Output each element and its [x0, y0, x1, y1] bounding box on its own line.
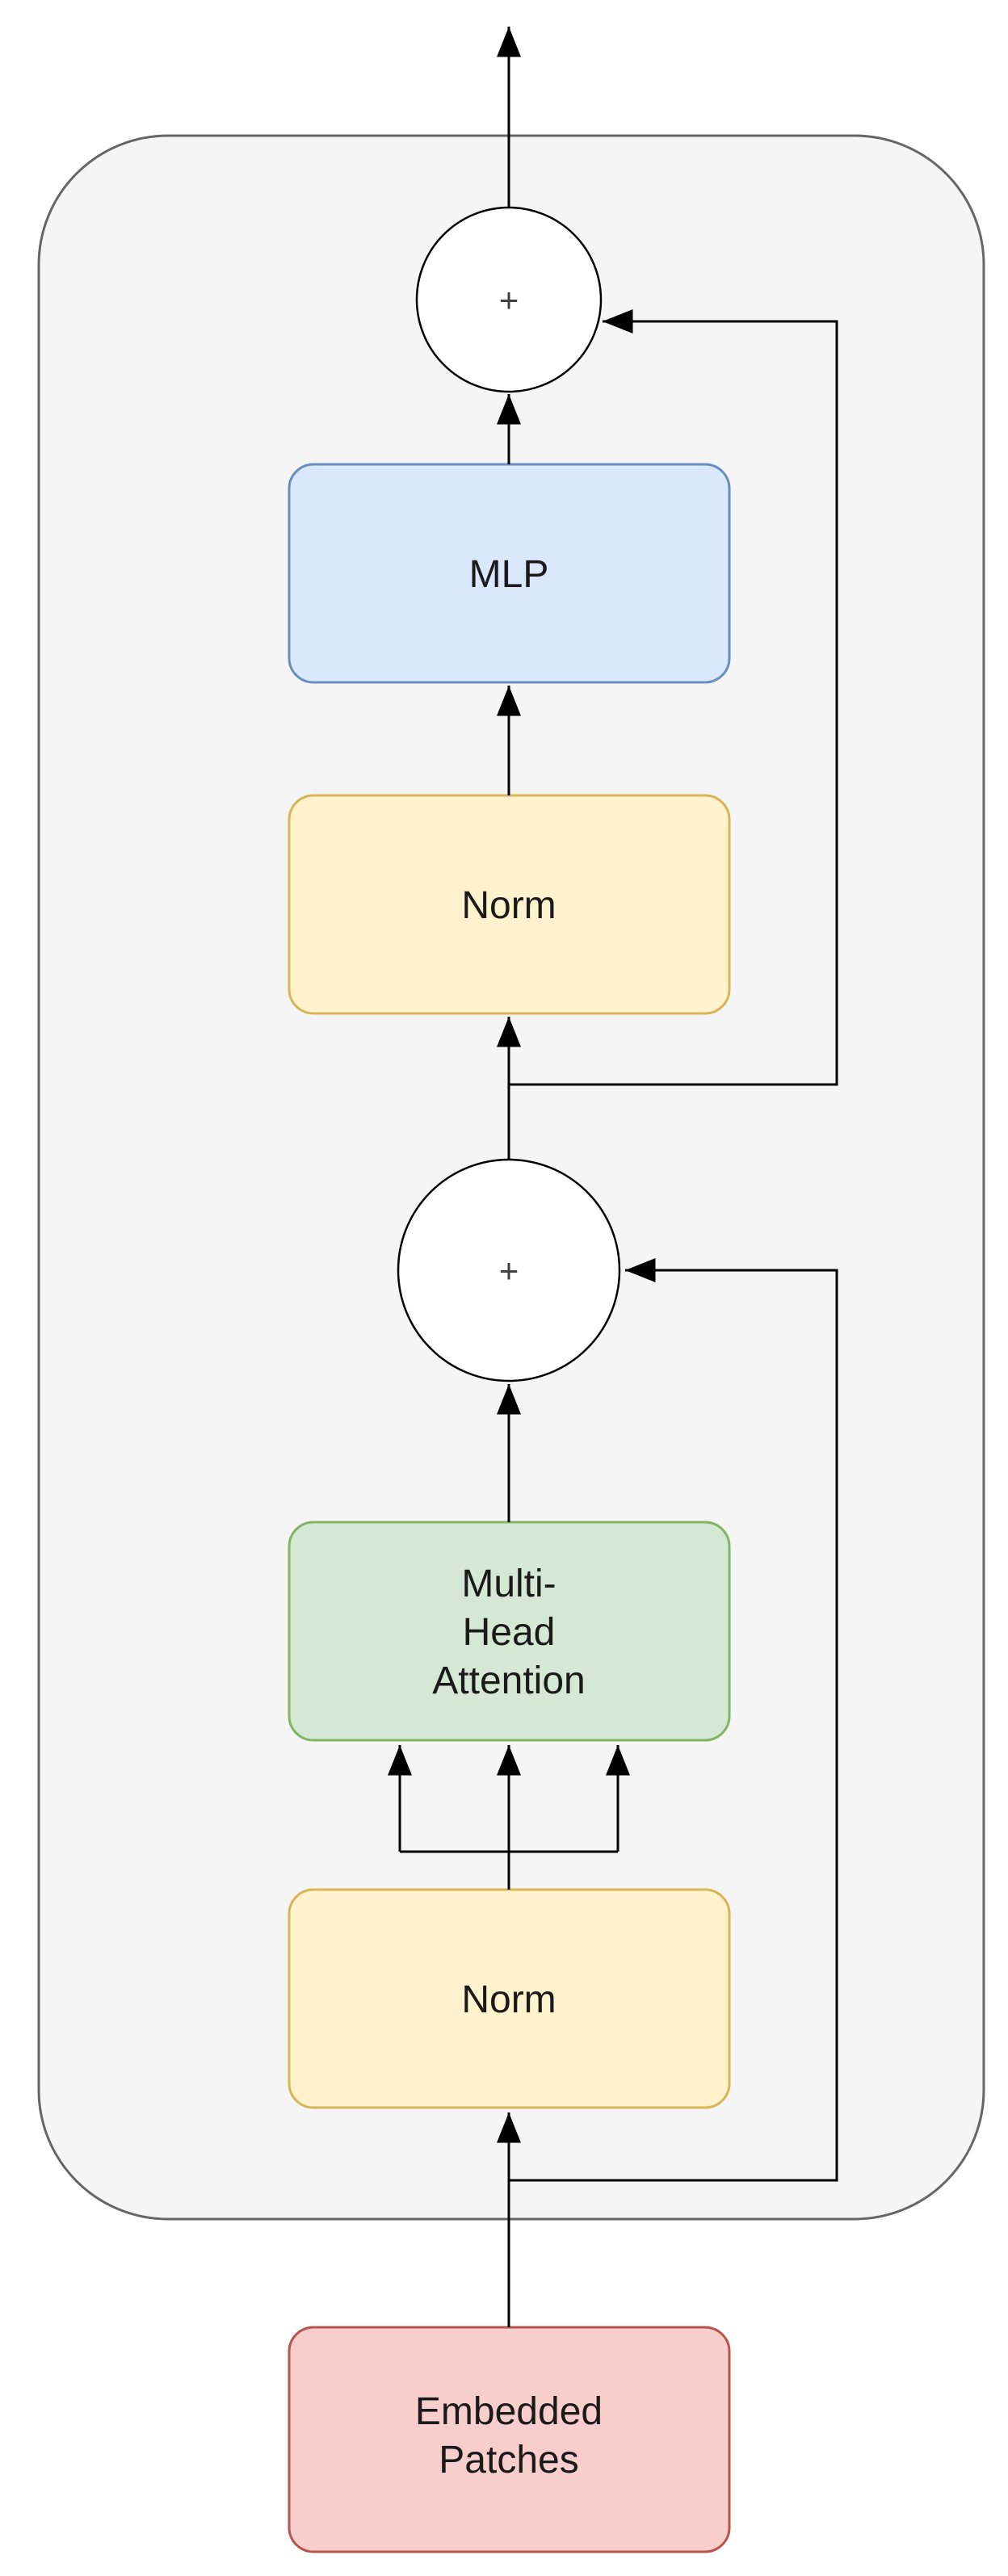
mlp-label: MLP: [469, 553, 549, 596]
residual-skip-top: [509, 309, 838, 1086]
norm-bottom-label: Norm: [461, 1978, 556, 2021]
plus-icon: +: [499, 281, 519, 319]
multi-head-attention-label-line3: Attention: [432, 1659, 585, 1702]
multi-head-attention-label-line2: Head: [463, 1611, 556, 1654]
multi-head-attention-label-line1: Multi-: [461, 1563, 556, 1605]
residual-skip-bottom: [509, 1258, 838, 2182]
norm-top-label: Norm: [461, 884, 556, 927]
embedded-patches-label-line1: Embedded: [415, 2390, 603, 2433]
plus-icon: +: [499, 1252, 519, 1290]
embedded-patches-label-line2: Patches: [439, 2439, 578, 2482]
